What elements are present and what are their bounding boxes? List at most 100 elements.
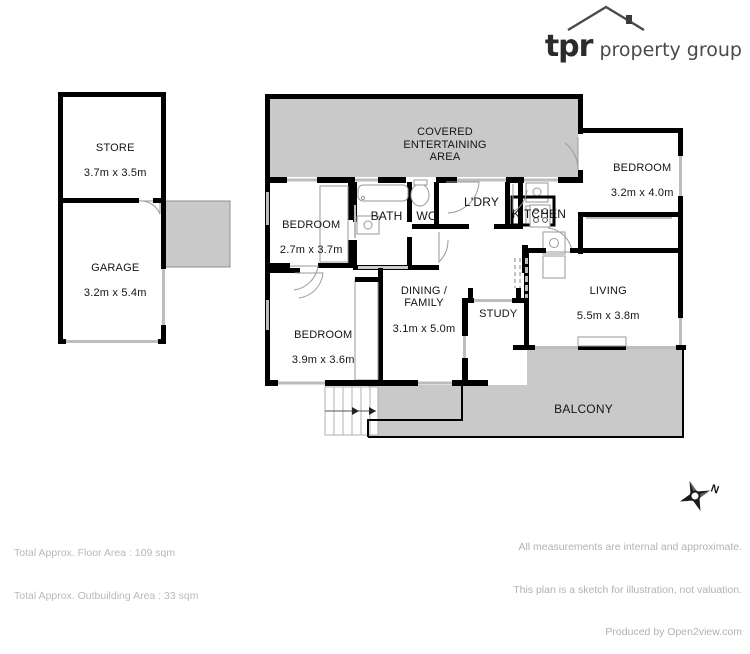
main-house-group bbox=[265, 94, 686, 438]
cooktop-burner-3-icon bbox=[533, 217, 539, 223]
kitchen-sink-basin-icon bbox=[549, 238, 559, 248]
wc-name: WC bbox=[416, 209, 437, 224]
bath-wall-right-lower bbox=[407, 237, 412, 270]
kitchen-name: KITCHEN bbox=[512, 207, 567, 222]
bedroom-ne-dims: 3.2m x 4.0m bbox=[610, 186, 674, 199]
bath-basin-icon bbox=[363, 220, 373, 230]
bedroom-ne-name: BEDROOM bbox=[613, 162, 672, 175]
study-name: STUDY bbox=[479, 308, 518, 321]
store-label: STORE 3.7m x 3.5m bbox=[62, 130, 162, 179]
covered-entertaining-fill bbox=[268, 97, 578, 177]
floor-plan-canvas bbox=[58, 92, 686, 438]
dining-family-fill bbox=[383, 252, 527, 385]
house-roof-icon bbox=[566, 4, 646, 32]
bedroom-ne-door-jamb bbox=[528, 248, 546, 253]
dining-wall-right bbox=[462, 300, 468, 336]
outbuilding-side-slab bbox=[157, 200, 231, 268]
garage-label: GARAGE 3.2m x 5.4m bbox=[62, 250, 162, 299]
bedroom-nw-wall-right bbox=[348, 182, 353, 220]
bath-label: BATH bbox=[355, 197, 411, 224]
compass-rose-icon: N bbox=[674, 474, 722, 516]
wc-door-swing bbox=[438, 232, 449, 264]
north-interior-wall-e bbox=[506, 177, 524, 183]
bedroom-ne-fill bbox=[578, 130, 683, 248]
stair-arrow-2-icon bbox=[369, 407, 376, 415]
bedroom-nw-wall-bottom-2 bbox=[318, 263, 356, 268]
kitchen-wall-left bbox=[505, 182, 510, 227]
bath-wall-left-lower bbox=[353, 240, 357, 270]
disclaimer-line-1: All measurements are internal and approx… bbox=[518, 541, 742, 554]
disclaimer-line-3: Produced by Open2view.com bbox=[605, 626, 742, 639]
entertaining-door-swing bbox=[564, 137, 579, 171]
bedroom-nw-wall-right-lower bbox=[348, 240, 353, 268]
dining-wall-left-upper bbox=[378, 268, 383, 280]
north-interior-wall-d bbox=[436, 177, 457, 183]
north-interior-wall-c bbox=[378, 177, 406, 183]
kitchen-label: KITCHEN bbox=[505, 195, 567, 222]
store-dims: 3.7m x 3.5m bbox=[83, 166, 147, 179]
stairs-group bbox=[324, 386, 379, 436]
wc-label: WC bbox=[407, 197, 439, 224]
bedroom-ne-door-jamb-2 bbox=[570, 248, 584, 253]
disclaimer: All measurements are internal and approx… bbox=[513, 512, 742, 654]
study-wall-right bbox=[516, 288, 521, 302]
living-wall-left-lower bbox=[524, 300, 529, 348]
bedroom-sw-wall-bottom bbox=[265, 380, 278, 386]
bedroom-sw-wall-top bbox=[265, 268, 300, 273]
kitchen-sink-fixture bbox=[542, 231, 566, 255]
living-dims: 5.5m x 3.8m bbox=[576, 309, 640, 322]
living-wall-left bbox=[524, 248, 529, 300]
balcony-outline bbox=[368, 348, 684, 438]
wc-wall-right bbox=[434, 182, 439, 227]
bedroom-ne-wall-top bbox=[578, 128, 683, 133]
kitchen-door-swing bbox=[512, 184, 528, 213]
cooktop-burner-2-icon bbox=[542, 208, 548, 214]
bath-wall-left bbox=[353, 182, 357, 222]
bedroom-nw-wardrobe bbox=[319, 185, 349, 263]
dining-family-label: DINING / FAMILY 3.1m x 5.0m bbox=[383, 272, 465, 335]
store-wall-right bbox=[161, 92, 166, 202]
ldry-label: L'DRY bbox=[434, 183, 522, 210]
bedroom-ne-wall-right bbox=[678, 128, 683, 156]
garage-dims: 3.2m x 5.4m bbox=[83, 286, 147, 299]
dining-family-dims: 3.1m x 5.0m bbox=[392, 322, 456, 335]
ldry-wall-right bbox=[518, 182, 523, 227]
bedroom-nw-wall-bottom bbox=[265, 263, 290, 268]
living-wall-bottom-right bbox=[676, 345, 686, 350]
north-interior-wall-f bbox=[558, 177, 583, 183]
bedroom-ne-label: BEDROOM 3.2m x 4.0m bbox=[590, 150, 688, 199]
toilet-cistern-icon bbox=[413, 179, 428, 186]
bedroom-sw-name: BEDROOM bbox=[294, 329, 353, 342]
bedroom-ne-wardrobe-wall bbox=[578, 212, 583, 254]
garage-wall-right-upper bbox=[161, 202, 166, 269]
bedroom-ne-wall-right-lower bbox=[678, 196, 683, 252]
stair-arrow-1-icon bbox=[352, 407, 359, 415]
study-wall-bottom-2 bbox=[512, 298, 524, 303]
bath-name: BATH bbox=[370, 209, 403, 224]
brand-logo: tpr property group bbox=[545, 4, 742, 65]
entertaining-wall-left bbox=[265, 94, 270, 180]
disclaimer-line-2: This plan is a sketch for illustration, … bbox=[513, 583, 742, 596]
ldry-door-swing bbox=[446, 181, 480, 214]
bedroom-nw-door-swing bbox=[290, 265, 319, 291]
bedroom-ne-wardrobe-top bbox=[578, 212, 678, 217]
ldry-name: L'DRY bbox=[463, 195, 500, 210]
kitchen-pantry-fixture bbox=[542, 255, 566, 279]
brand-mark-text: tpr bbox=[544, 29, 594, 64]
hall-wall-stub bbox=[355, 277, 381, 282]
bathtub-tap-icon bbox=[360, 195, 366, 201]
bathtub-fixture bbox=[357, 184, 409, 202]
living-wall-right bbox=[678, 253, 683, 318]
ldry-wall-bottom bbox=[439, 224, 469, 229]
entertaining-wall-right bbox=[578, 94, 583, 134]
garage-wall-bottom-right bbox=[158, 339, 166, 344]
bedroom-nw-name: BEDROOM bbox=[282, 219, 341, 232]
kitchen-cooktop-fixture bbox=[529, 204, 551, 228]
living-name: LIVING bbox=[589, 285, 627, 298]
bedroom-nw-dims: 2.7m x 3.7m bbox=[279, 243, 343, 256]
dining-wall-right-lower bbox=[462, 358, 468, 386]
north-interior-wall-a bbox=[265, 177, 287, 183]
garage-wall-right-lower bbox=[161, 325, 166, 344]
bedroom-sw-dims: 3.9m x 3.6m bbox=[291, 353, 355, 366]
dining-wall-bottom-2 bbox=[452, 380, 488, 386]
